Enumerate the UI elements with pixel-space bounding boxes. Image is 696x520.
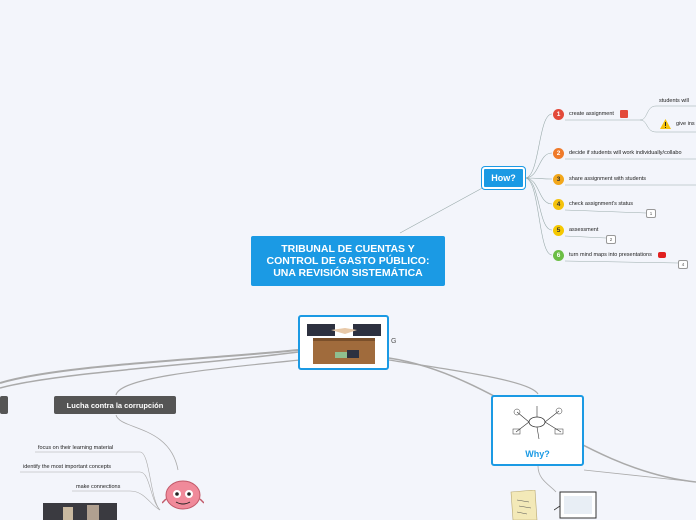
main-topic[interactable]: TRIBUNAL DE CUENTAS Y CONTROL DE GASTO P…	[251, 236, 445, 286]
left-item-connections[interactable]: make connections	[76, 484, 121, 490]
step-number-icon: 4	[553, 198, 564, 210]
step-3[interactable]: 3 share assignment with students	[553, 173, 646, 185]
how-label: How?	[491, 173, 516, 183]
handshake-image-node[interactable]	[298, 315, 389, 370]
step-number-icon: 5	[553, 224, 564, 236]
lucha-topic[interactable]: Lucha contra la corrupción	[54, 396, 176, 414]
link-icon[interactable]: G	[391, 338, 397, 345]
main-topic-line2: CONTROL DE GASTO PÚBLICO:	[266, 255, 430, 267]
why-topic[interactable]: Why?	[491, 395, 584, 466]
justice-photo-image	[43, 503, 117, 520]
brain-icon	[162, 480, 204, 510]
step-number-icon: 6	[553, 249, 564, 261]
left-item-focus[interactable]: focus on their learning material	[38, 445, 114, 451]
step-number-icon: 1	[553, 108, 564, 120]
task-icon	[619, 110, 628, 118]
left-item-identify[interactable]: identify the most important concepts	[23, 464, 112, 470]
step-6[interactable]: 6 turn mind maps into presentations	[553, 249, 666, 261]
sub-item-give[interactable]: give ins	[660, 119, 695, 129]
step-label: assessment	[569, 227, 599, 233]
collapsed-count-badge[interactable]: 1	[646, 209, 656, 218]
step-5[interactable]: 5 assessment	[553, 224, 598, 236]
step-label: create assignment	[569, 111, 614, 117]
lucha-label: Lucha contra la corrupción	[66, 400, 164, 410]
mindmap-sketch-image	[512, 406, 564, 440]
paper-sketch-image	[510, 490, 538, 520]
how-topic[interactable]: How?	[482, 167, 525, 189]
step-number-icon: 3	[553, 173, 564, 185]
handshake-bribe-image	[304, 319, 383, 366]
step-1[interactable]: 1 create assignment	[553, 108, 628, 120]
collapsed-count-badge[interactable]: 2	[606, 235, 616, 244]
sub-item-label: give ins	[676, 121, 695, 127]
main-topic-line1: TRIBUNAL DE CUENTAS Y	[281, 243, 415, 255]
step-number-icon: 2	[553, 147, 564, 159]
step-4[interactable]: 4 check assignment's status	[553, 198, 633, 210]
sub-item-students[interactable]: students will	[659, 98, 689, 104]
youtube-icon	[657, 252, 666, 258]
step-label: turn mind maps into presentations	[569, 252, 652, 258]
collapsed-count-badge[interactable]: 4	[678, 260, 688, 269]
why-label: Why?	[525, 449, 550, 459]
warning-icon	[660, 119, 671, 129]
step-2[interactable]: 2 decide if students will work individua…	[553, 147, 682, 159]
step-label: share assignment with students	[569, 176, 647, 182]
left-topic-node[interactable]	[0, 396, 8, 414]
computer-monitor-image	[554, 491, 597, 519]
step-label: decide if students will work individuall…	[569, 150, 682, 156]
main-topic-line3: UNA REVISIÓN SISTEMÁTICA	[273, 267, 423, 279]
step-label: check assignment's status	[569, 201, 634, 207]
